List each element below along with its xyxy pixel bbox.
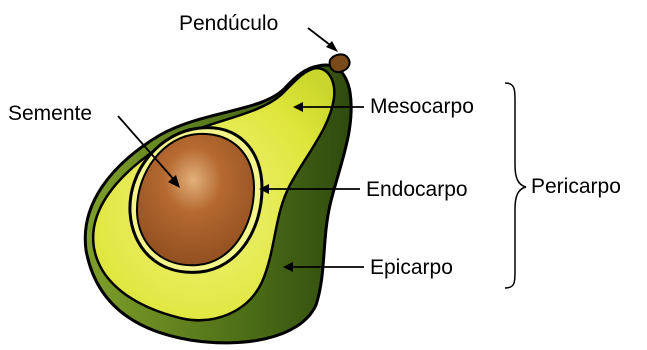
- pericarpo-brace: [505, 83, 526, 288]
- stem: [330, 54, 350, 72]
- label-endocarpo: Endocarpo: [366, 179, 468, 200]
- label-mesocarpo: Mesocarpo: [370, 96, 474, 117]
- label-semente: Semente: [8, 103, 92, 124]
- label-penduculo: Pendúculo: [179, 13, 278, 34]
- label-pericarpo: Pericarpo: [531, 176, 621, 197]
- label-epicarpo: Epicarpo: [370, 257, 453, 278]
